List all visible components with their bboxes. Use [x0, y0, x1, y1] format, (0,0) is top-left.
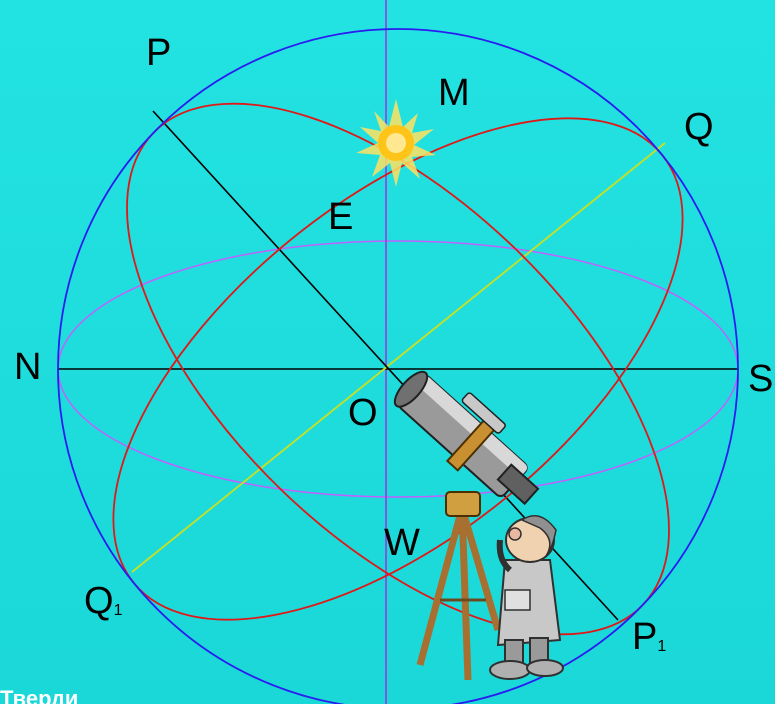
label-Q: Q: [684, 108, 714, 146]
label-Q1-sub: 1: [114, 602, 123, 619]
footer-caption: Тверди: [0, 688, 78, 704]
label-O: O: [348, 394, 378, 432]
label-M: M: [438, 74, 470, 112]
label-Q1-main: Q: [84, 580, 114, 622]
label-W: W: [384, 524, 420, 562]
label-P: P: [146, 34, 171, 72]
axis-QQ1: [132, 143, 665, 572]
label-E: E: [328, 198, 353, 236]
label-P1: P1: [632, 618, 666, 656]
label-P1-sub: 1: [657, 638, 666, 655]
label-S: S: [748, 360, 773, 398]
astronomer-with-telescope-icon: [385, 356, 563, 680]
label-Q1: Q1: [84, 582, 122, 620]
label-P1-main: P: [632, 616, 657, 658]
label-N: N: [14, 348, 41, 386]
